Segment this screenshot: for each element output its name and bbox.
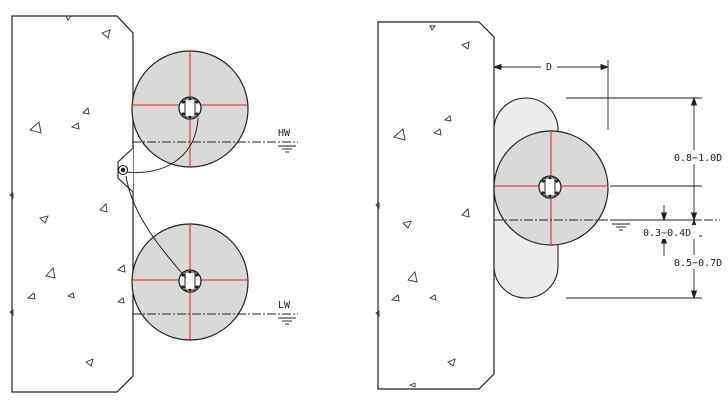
fender-upper-bore bbox=[178, 96, 202, 120]
low-water-line bbox=[132, 313, 298, 325]
chain-anchor-bracket bbox=[117, 147, 134, 193]
diameter-label: D bbox=[546, 62, 552, 73]
quay-wall-left bbox=[11, 15, 134, 393]
middle-dimension-label: 0.3−0.4D bbox=[643, 228, 691, 239]
upper-dimension-label: 0.8−1.0D bbox=[674, 153, 722, 164]
right-diagram: D 0.8−1.0D 0.3−0.4D 0.5−0. bbox=[375, 21, 724, 390]
lower-dimension-label: 0.5−0.7D bbox=[674, 258, 722, 269]
high-water-line bbox=[132, 141, 298, 153]
dimension-extension-lines bbox=[566, 97, 702, 299]
low-water-label: LW bbox=[278, 300, 291, 311]
concrete-aggregate-marks-right bbox=[375, 25, 470, 388]
suspension-chains bbox=[125, 117, 199, 279]
quay-wall-right bbox=[377, 21, 495, 390]
left-diagram: HW LW bbox=[9, 15, 298, 393]
high-water-label: HW bbox=[278, 128, 291, 139]
concrete-aggregate-marks-left bbox=[9, 15, 126, 367]
fender-right-bore bbox=[538, 175, 562, 199]
